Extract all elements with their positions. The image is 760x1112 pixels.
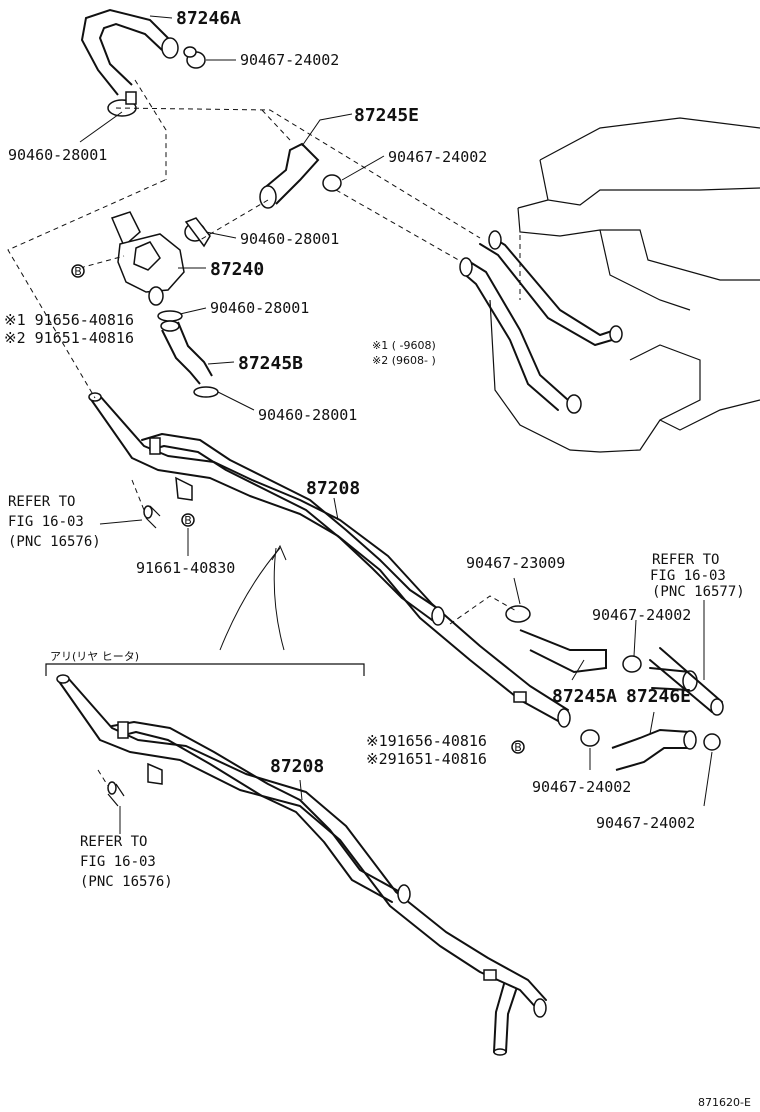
connector-1 (143, 505, 161, 529)
label-87245E: 87245E (354, 105, 419, 126)
marker-b-1: B (74, 265, 82, 278)
hose-87245B (160, 320, 213, 385)
label-s1-bolt-2: ※191656-40816 (366, 732, 487, 750)
variant-box (45, 663, 365, 676)
clamp-top (183, 46, 206, 69)
label-s2-bolt-2: ※291651-40816 (366, 750, 487, 768)
hose-87246E (611, 728, 721, 771)
label-refer2-c: (PNC 16577) (652, 584, 745, 600)
leader-lines (79, 15, 713, 834)
hose-87246A (80, 8, 179, 96)
clamp-mid (157, 310, 183, 322)
label-90460-28001-low: 90460-28001 (258, 406, 357, 424)
hose-87245E (259, 142, 342, 209)
label-refer1-a: REFER TO (8, 494, 75, 510)
pipe-stub-upper-right (649, 647, 724, 716)
label-refer3-b: FIG 16-03 (80, 854, 156, 870)
label-90467-24002-b1: 90467-24002 (532, 778, 631, 796)
label-90460-28001-mid: 90460-28001 (210, 299, 309, 317)
engine-block-outline (489, 117, 760, 453)
diagram-code: 871620-E (698, 1096, 751, 1109)
refer-link-3 (97, 769, 109, 787)
label-refer1-c: (PNC 16576) (8, 534, 101, 550)
clamp-low (193, 386, 219, 398)
label-87245A: 87245A (552, 686, 617, 707)
label-refer2-a: REFER TO (652, 552, 719, 568)
label-variant: アリ(リヤ ヒータ) (50, 650, 139, 663)
label-s1-bolt: ※1 91656-40816 (4, 311, 134, 329)
label-note1: ※1 ( -9608) (372, 339, 436, 352)
label-90467-24002-right: 90467-24002 (592, 606, 691, 624)
label-s2-bolt: ※2 91651-40816 (4, 329, 134, 347)
marker-b-3: B (514, 741, 522, 754)
label-90460-28001-upper: 90460-28001 (240, 230, 339, 248)
label-refer1-b: FIG 16-03 (8, 514, 84, 530)
label-refer2-b: FIG 16-03 (650, 568, 726, 584)
engine-pipes (459, 230, 623, 414)
label-refer3-a: REFER TO (80, 834, 147, 850)
refer-link-1 (131, 479, 145, 511)
label-90467-23009: 90467-23009 (466, 554, 565, 572)
label-87208-bottom: 87208 (270, 756, 324, 777)
label-note2: ※2 (9608- ) (372, 354, 436, 367)
circle-b-markers: B B B (71, 264, 525, 754)
pipe-87208-lower (56, 674, 547, 1056)
label-87240: 87240 (210, 259, 264, 280)
clamp-bottom-center (580, 729, 600, 747)
label-90460-28001-left: 90460-28001 (8, 146, 107, 164)
label-87246A: 87246A (176, 8, 241, 29)
marker-b-2: B (184, 514, 192, 527)
label-91661-40830: 91661-40830 (136, 559, 235, 577)
water-valve-87240 (110, 211, 211, 306)
label-90467-24002-b2: 90467-24002 (596, 814, 695, 832)
pipe-87208-upper (88, 392, 571, 728)
connector-3 (107, 781, 125, 807)
label-87245B: 87245B (238, 353, 303, 374)
label-refer3-c: (PNC 16576) (80, 874, 173, 890)
label-90467-24002-mid: 90467-24002 (388, 148, 487, 166)
label-87246E: 87246E (626, 686, 691, 707)
hose-87245A (505, 605, 642, 674)
label-87208-top: 87208 (306, 478, 360, 499)
label-90467-24002-top: 90467-24002 (240, 51, 339, 69)
arrow-lines (219, 544, 287, 651)
